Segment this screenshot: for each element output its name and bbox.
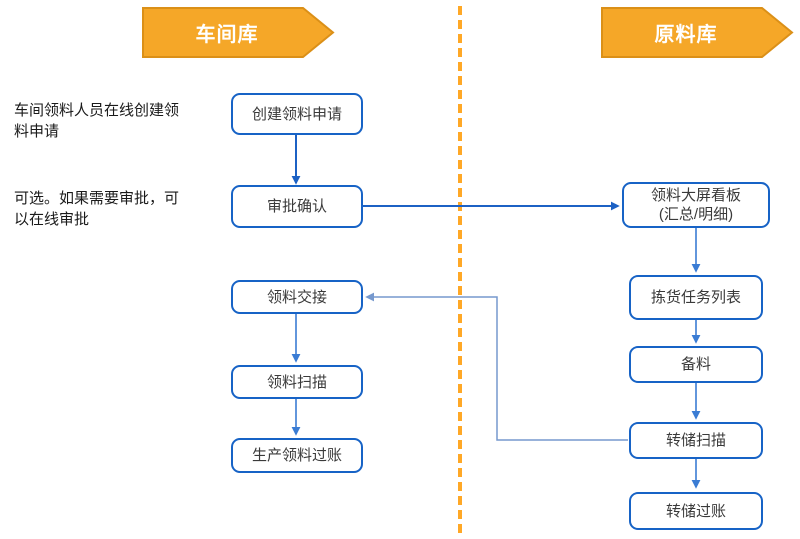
workshop-lane-header: 车间库 bbox=[195, 24, 259, 46]
raw-material-lane-banner bbox=[601, 7, 794, 58]
annotation-create-request-note: 车间领料人员在线创建领 料申请 bbox=[14, 102, 180, 140]
node-material-scan: 领料扫描 bbox=[231, 365, 363, 399]
node-material-preparation: 备料 bbox=[629, 346, 763, 383]
annotation-approval-optional-note: 可选。如果需要审批，可 以在线审批 bbox=[14, 190, 180, 228]
node-transfer-scan: 转储扫描 bbox=[629, 422, 763, 459]
node-transfer-posting: 转储过账 bbox=[629, 492, 763, 530]
node-approval-confirm: 审批确认 bbox=[231, 185, 363, 228]
node-material-handover: 领料交接 bbox=[231, 280, 363, 314]
node-production-issue-posting: 生产领料过账 bbox=[231, 438, 363, 473]
connector-transfer-scan-to-handover bbox=[365, 292, 628, 441]
node-create-material-request: 创建领料申请 bbox=[231, 93, 363, 135]
workshop-lane-banner bbox=[142, 7, 335, 58]
node-material-dashboard: 领料大屏看板 (汇总/明细) bbox=[622, 182, 770, 228]
node-picking-task-list: 拣货任务列表 bbox=[629, 275, 763, 320]
raw-material-lane-header: 原料库 bbox=[654, 24, 718, 46]
